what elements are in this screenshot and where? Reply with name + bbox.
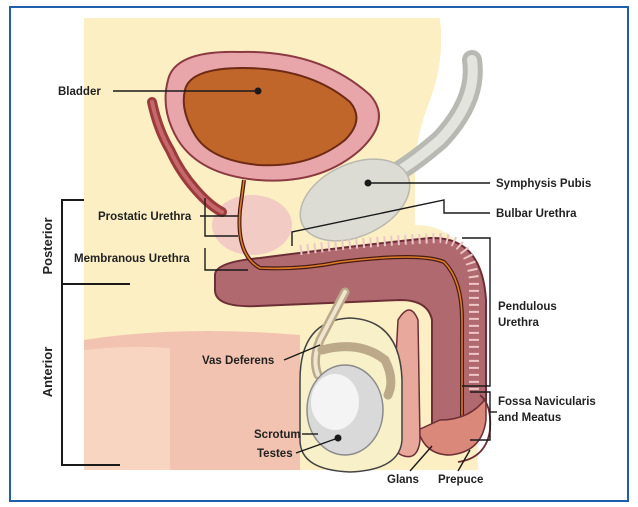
testis-highlight <box>311 374 359 430</box>
dot-testes <box>335 435 342 442</box>
thigh-shadow <box>84 347 170 470</box>
label-anterior: Anterior <box>40 347 55 398</box>
label-glans: Glans <box>387 474 419 486</box>
label-symphysis-pubis: Symphysis Pubis <box>496 178 591 190</box>
dot-symphysis-pubis <box>365 180 372 187</box>
label-scrotum: Scrotum <box>254 429 301 441</box>
label-pendulous-2: Urethra <box>498 317 540 329</box>
label-vas-deferens: Vas Deferens <box>202 355 274 367</box>
label-fossa-1: Fossa Navicularis <box>498 396 596 408</box>
label-prostatic-urethra: Prostatic Urethra <box>98 211 192 223</box>
dot-bladder <box>255 88 262 95</box>
label-posterior: Posterior <box>40 217 55 274</box>
prostate <box>212 195 292 255</box>
label-testes: Testes <box>257 448 293 460</box>
label-fossa-2: and Meatus <box>498 412 561 424</box>
label-pendulous-1: Pendulous <box>498 301 557 313</box>
label-prepuce: Prepuce <box>438 474 483 486</box>
label-bladder: Bladder <box>58 86 101 98</box>
label-membranous-urethra: Membranous Urethra <box>74 253 190 265</box>
label-bulbar-urethra: Bulbar Urethra <box>496 208 577 220</box>
